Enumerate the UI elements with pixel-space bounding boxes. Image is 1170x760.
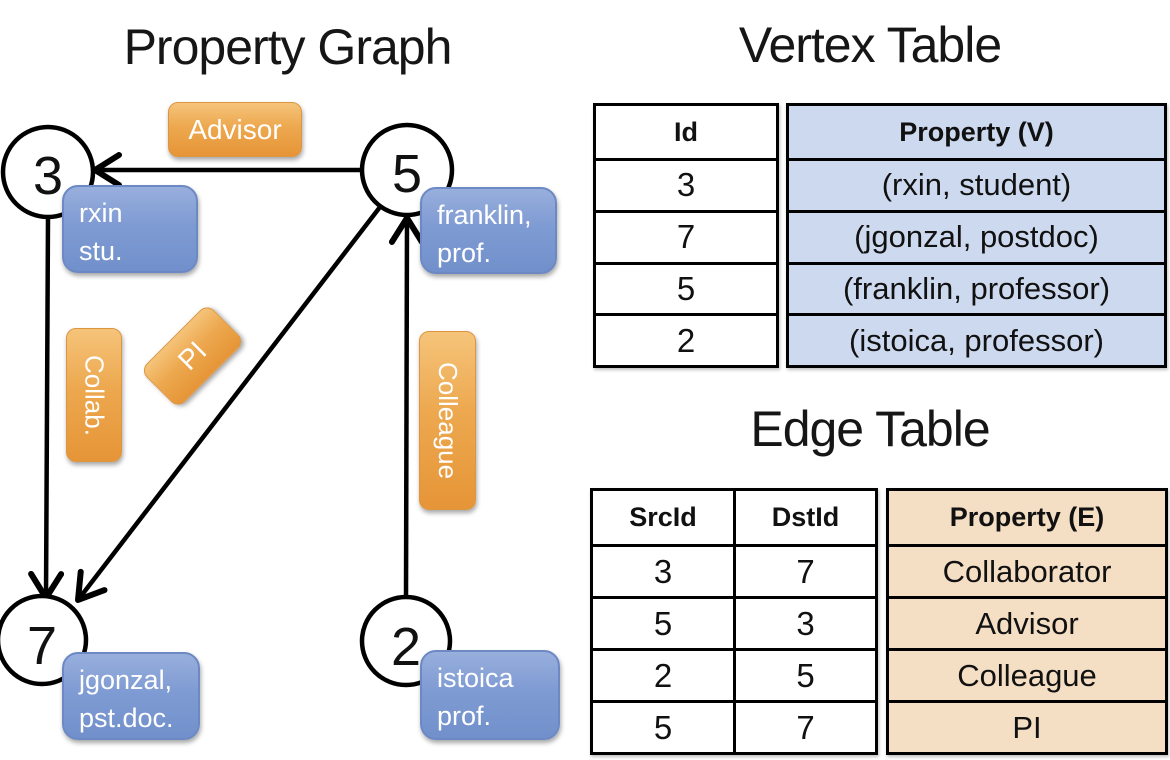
edge-table-dstid-cell: 7 [733, 700, 875, 752]
edge-table-header-dstid: DstId [733, 491, 875, 544]
node-3-label: 3 [33, 146, 63, 206]
node-2-property-line2: prof. [437, 701, 492, 731]
edge-table-property-cell: Advisor [889, 596, 1165, 648]
node-7-label: 7 [27, 616, 57, 676]
node-3-property-line2: stu. [79, 236, 123, 266]
edge-table-title: Edge Table [750, 401, 990, 457]
node-5-property-line2: prof. [437, 238, 492, 268]
edge-table-srcid-cell: 3 [593, 544, 733, 596]
edge-collab-3-to-7 [28, 216, 65, 601]
vertex-table-id-cell: 7 [596, 209, 776, 262]
edge-label-collab: Collab. [66, 328, 122, 462]
node-7-property-box: jgonzal, pst.doc. [62, 652, 200, 740]
edge-label-advisor: Advisor [168, 102, 302, 157]
edge-table-property-cell: Colleague [889, 648, 1165, 700]
edge-table-srcid-cell: 5 [593, 700, 733, 752]
node-3-property-box: rxin stu. [62, 185, 198, 273]
node-3-property-line1: rxin [79, 198, 123, 228]
edge-table-property-column: Property (E) Collaborator Advisor Collea… [886, 488, 1168, 755]
edge-pi-5-to-7 [75, 205, 382, 603]
node-7-property-line2: pst.doc. [79, 703, 174, 733]
edge-table-dstid-cell: 7 [733, 544, 875, 596]
edge-table-property-cell: PI [889, 700, 1165, 752]
vertex-table-header-property: Property (V) [789, 106, 1164, 158]
edge-table-id-columns: SrcId DstId 3 7 5 3 2 5 5 7 [590, 488, 878, 755]
node-2-label: 2 [391, 617, 421, 677]
edge-table-property-cell: Collaborator [889, 544, 1165, 596]
vertex-table-id-cell: 3 [596, 158, 776, 210]
vertex-table-property-cell: (rxin, student) [789, 158, 1164, 210]
node-5-label: 5 [392, 144, 422, 204]
edge-table-dstid-cell: 5 [733, 648, 875, 700]
edge-table-srcid-cell: 5 [593, 596, 733, 648]
vertex-table-title: Vertex Table [738, 17, 1002, 73]
vertex-table-property-cell: (jgonzal, postdoc) [789, 209, 1164, 262]
node-2-property-box: istoica prof. [420, 650, 560, 740]
vertex-table-header-id: Id [674, 116, 698, 147]
edge-table-dstid-cell: 3 [733, 596, 875, 648]
property-graph-title: Property Graph [123, 19, 453, 75]
node-2-property-line1: istoica [437, 663, 514, 693]
vertex-table-property-cell: (franklin, professor) [789, 261, 1164, 314]
graph-drawing: 3 5 7 2 [0, 122, 455, 688]
edge-colleague-2-to-5 [388, 215, 425, 598]
edge-table-srcid-cell: 2 [593, 648, 733, 700]
edge-table-header-property: Property (E) [889, 491, 1165, 544]
vertex-table-id-cell: 5 [596, 261, 776, 314]
edge-table-header-srcid: SrcId [629, 502, 697, 532]
edge-label-colleague: Colleague [419, 331, 476, 510]
vertex-table-property-column: Property (V) (rxin, student) (jgonzal, p… [786, 103, 1167, 368]
vertex-table-id-column: Id 3 7 5 2 [593, 103, 779, 368]
node-5-property-line1: franklin, [437, 200, 532, 230]
node-7-property-line1: jgonzal, [79, 665, 173, 695]
vertex-table-property-cell: (istoica, professor) [789, 313, 1164, 365]
node-5-property-box: franklin, prof. [420, 187, 557, 274]
vertex-table-id-cell: 2 [596, 313, 776, 365]
